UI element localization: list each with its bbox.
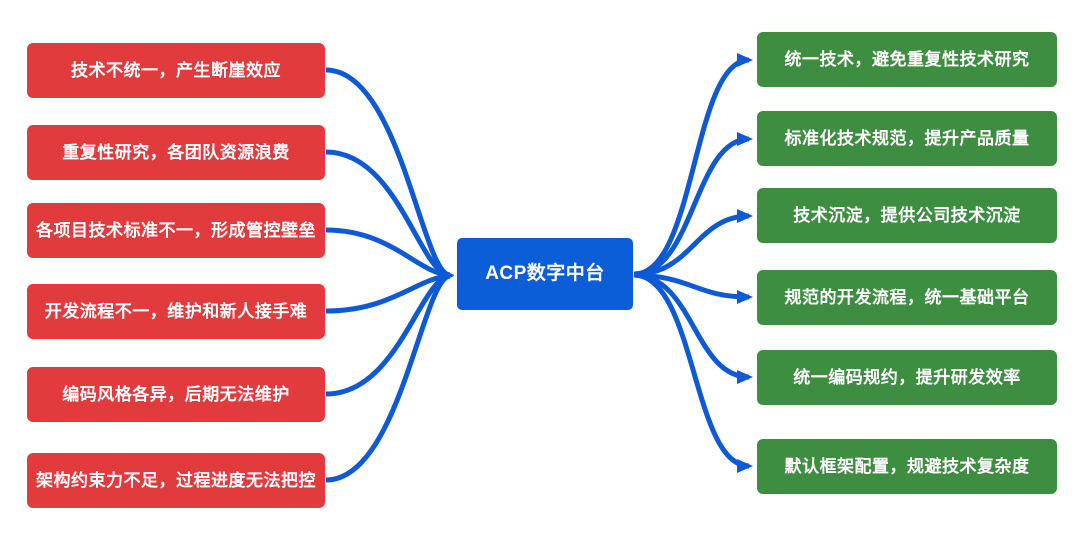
benefit-node-3: 技术沉淀，提供公司技术沉淀 <box>757 188 1057 243</box>
arrow-path <box>633 272 753 473</box>
arrow-path <box>325 269 454 397</box>
benefit-node-6: 默认框架配置，规避技术复杂度 <box>757 439 1057 494</box>
problem-node-6: 架构约束力不足，过程进度无法把控 <box>27 453 325 508</box>
problem-node-5: 编码风格各异，后期无法维护 <box>27 367 325 422</box>
benefit-node-5: 统一编码规约，提升研发效率 <box>757 350 1057 405</box>
arrow-path <box>633 132 753 277</box>
problem-node-4: 开发流程不一，维护和新人接手难 <box>27 284 325 339</box>
arrow-path <box>325 149 454 282</box>
problem-node-1: 技术不统一，产生断崖效应 <box>27 43 325 98</box>
problem-node-3: 各项目技术标准不一，形成管控壁垒 <box>27 203 325 258</box>
arrow-path <box>633 53 753 277</box>
benefit-node-4: 规范的开发流程，统一基础平台 <box>757 270 1057 325</box>
benefit-node-1: 统一技术，避免重复性技术研究 <box>757 32 1057 87</box>
problem-links <box>325 67 454 483</box>
benefit-node-2: 标准化技术规范，提升产品质量 <box>757 111 1057 166</box>
center-node: ACP数字中台 <box>457 238 633 310</box>
arrow-path <box>633 209 753 277</box>
benefit-links <box>633 53 753 473</box>
arrow-path <box>325 269 454 483</box>
problem-node-2: 重复性研究，各团队资源浪费 <box>27 125 325 180</box>
arrow-path <box>325 67 454 282</box>
